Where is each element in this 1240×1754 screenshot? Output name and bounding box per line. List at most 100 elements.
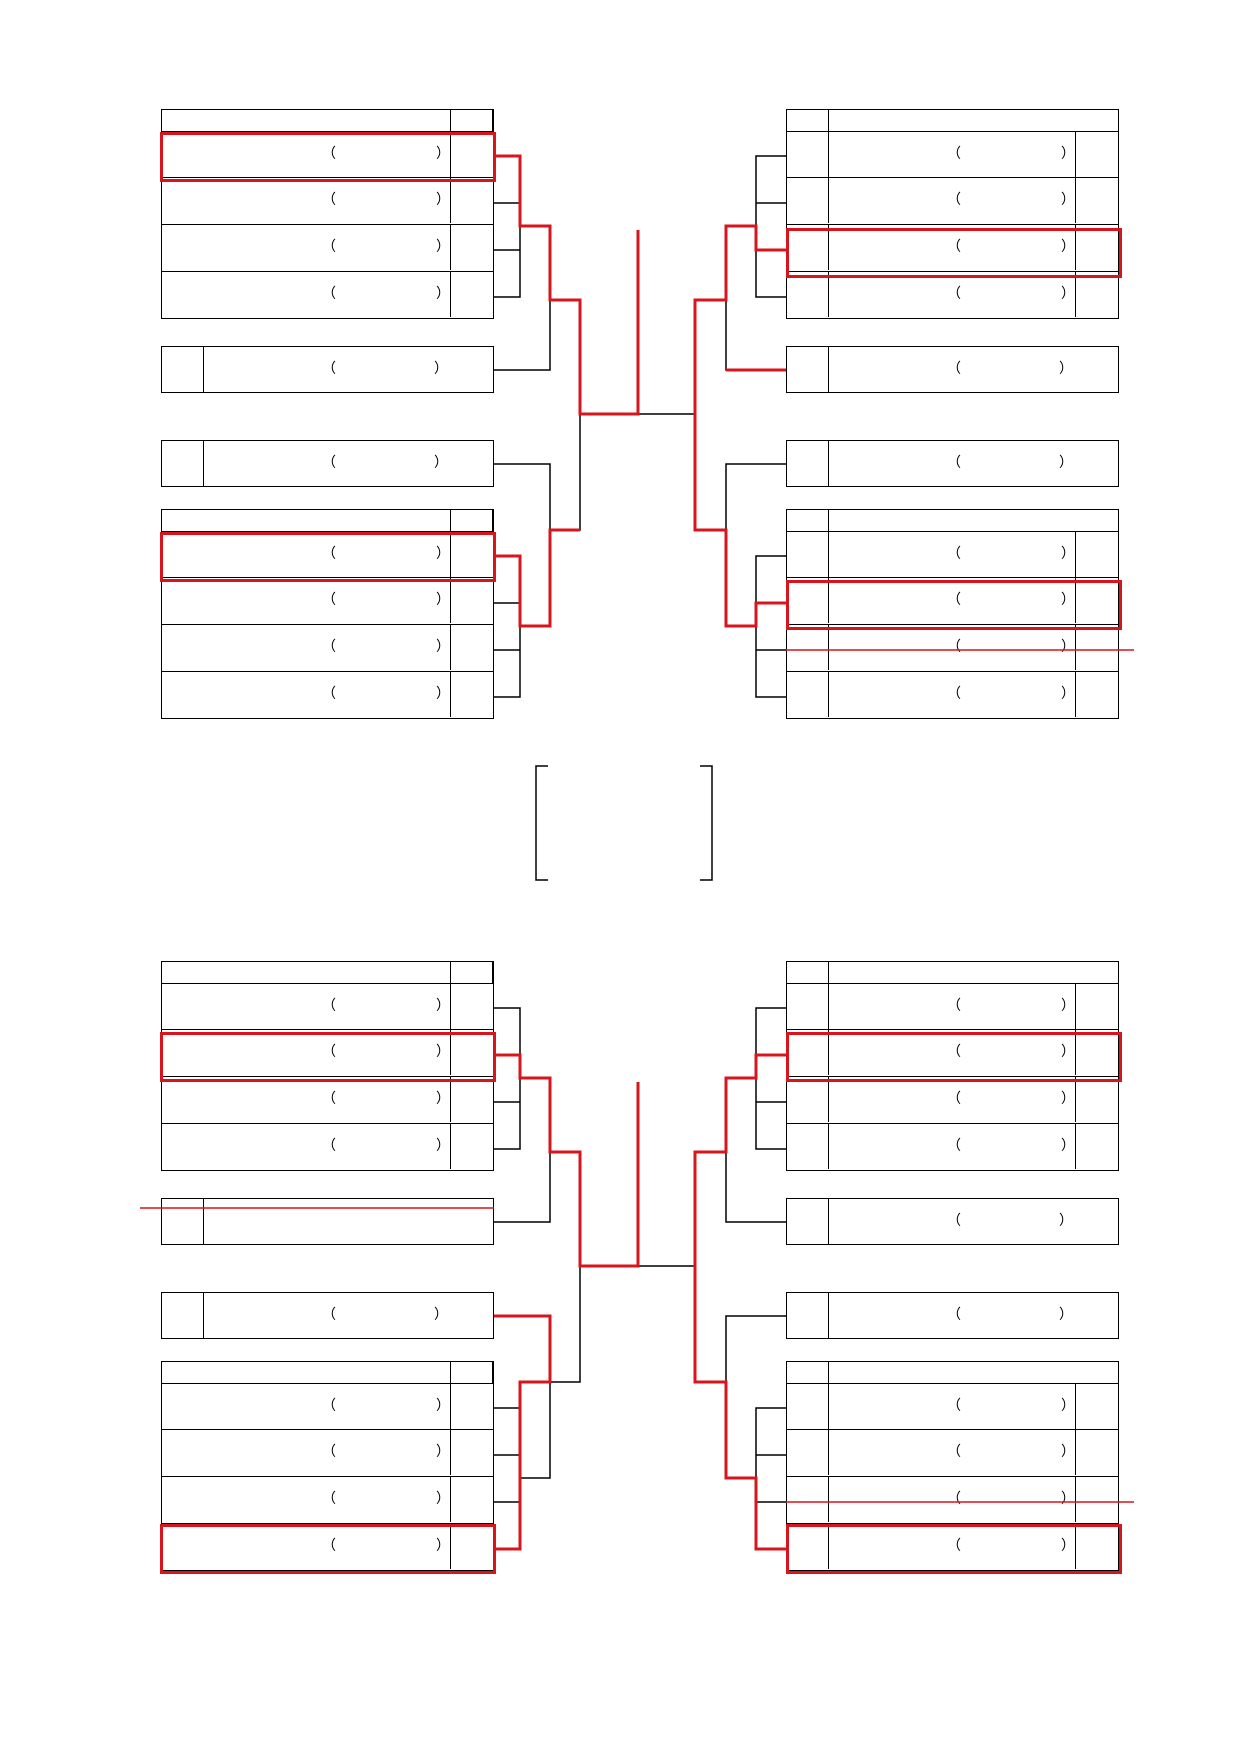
paren-close: ）: [436, 1138, 450, 1154]
rank-value: [787, 132, 829, 177]
paren-open: （: [947, 361, 961, 377]
rank-header: [787, 510, 829, 532]
paren-close: ）: [1061, 239, 1075, 255]
bracket-line: [755, 1007, 786, 1150]
paren-open: （: [947, 1538, 961, 1554]
seed-label: [162, 1293, 204, 1338]
bracket-line-winner: [693, 1266, 786, 1551]
table-row: （）: [161, 625, 494, 672]
paren-open: （: [947, 592, 961, 608]
paren-open: （: [947, 639, 961, 655]
seed-entry: （）: [786, 346, 1119, 393]
bracket-line: [494, 1007, 521, 1150]
entry-number: [1075, 1524, 1117, 1569]
paren-close: ）: [434, 361, 448, 377]
paren-close: ）: [1061, 1138, 1075, 1154]
bracket-line-winner: [494, 1314, 552, 1551]
bracket-line-winner: [693, 414, 786, 628]
paren-open: （: [322, 286, 336, 302]
paren-open: （: [947, 546, 961, 562]
bracket-line-winner: [693, 224, 786, 414]
paren-close: ）: [1061, 1044, 1075, 1060]
paren-close: ）: [436, 1091, 450, 1107]
paren-open: （: [947, 998, 961, 1014]
paren-open: （: [322, 998, 336, 1014]
rank-value: [450, 1477, 492, 1522]
entry-number: [1075, 1077, 1117, 1122]
entry-number: [1075, 132, 1117, 177]
paren-close: ）: [436, 286, 450, 302]
paren-open: （: [322, 1491, 336, 1507]
paren-close: ）: [436, 686, 450, 702]
group-header: [161, 109, 494, 132]
paren-close: ）: [434, 1307, 448, 1323]
paren-close: ）: [1061, 592, 1075, 608]
rank-value: [450, 272, 492, 317]
bracket-line-winner: [494, 528, 580, 628]
rank-value: [450, 672, 492, 717]
rank-value: [787, 1524, 829, 1569]
paren-close: ）: [436, 192, 450, 208]
paren-open: （: [947, 1444, 961, 1460]
seed-entry: （）: [161, 1292, 494, 1339]
table-row: （）: [161, 1383, 494, 1430]
seed-label: [162, 441, 204, 486]
rank-value: [787, 578, 829, 623]
paren-open: （: [322, 639, 336, 655]
seed-entry: [161, 1198, 494, 1245]
rank-value: [450, 178, 492, 223]
bracket-line: [494, 1315, 551, 1479]
rank-value: [450, 1030, 492, 1075]
bracket-line: [494, 1407, 521, 1550]
bracket-line: [494, 155, 521, 298]
group-header: [161, 509, 494, 532]
paren-close: ）: [1061, 146, 1075, 162]
bracket-line: [494, 555, 521, 698]
paren-close: ）: [436, 592, 450, 608]
group-d-table: （）（）（）（）: [786, 509, 1119, 719]
paren-open: （: [322, 686, 336, 702]
paren-open: （: [947, 1491, 961, 1507]
entry-number: [1075, 984, 1117, 1029]
winner-highlight: [786, 228, 1122, 278]
paren-open: （: [322, 192, 336, 208]
table-row: （）: [786, 578, 1119, 625]
paren-open: （: [947, 1307, 961, 1323]
paren-close: ）: [1059, 1307, 1073, 1323]
seed-entry: （）: [786, 440, 1119, 487]
group-header: [161, 961, 494, 984]
paren-close: ）: [436, 998, 450, 1014]
paren-close: ）: [1061, 639, 1075, 655]
rank-value: [787, 1430, 829, 1475]
table-row: （）: [786, 983, 1119, 1030]
paren-close: ）: [1061, 1398, 1075, 1414]
rank-value: [787, 1077, 829, 1122]
rank-value: [450, 225, 492, 270]
table-row: （）: [786, 1124, 1119, 1171]
paren-open: （: [322, 1307, 336, 1323]
seed-label: [162, 347, 204, 392]
paren-close: ）: [1059, 361, 1073, 377]
rank-header: [787, 962, 829, 984]
rank-value: [450, 132, 492, 177]
paren-close: ）: [1061, 1491, 1075, 1507]
rank-value: [787, 625, 829, 670]
seed-entry: （）: [786, 1292, 1119, 1339]
group-c-table: （）（）（）（）: [786, 961, 1119, 1171]
paren-close: ）: [436, 1491, 450, 1507]
bracket-line: [694, 299, 726, 531]
paren-close: ）: [436, 1538, 450, 1554]
paren-close: ）: [1061, 998, 1075, 1014]
seed-label: [162, 1199, 204, 1244]
table-row: （）: [161, 178, 494, 225]
rank-value: [787, 1477, 829, 1522]
table-row: （）: [786, 531, 1119, 578]
seed-label: [787, 347, 829, 392]
paren-open: （: [947, 686, 961, 702]
bracket-line: [550, 1151, 581, 1383]
seed-entry: （）: [161, 346, 494, 393]
paren-open: （: [322, 592, 336, 608]
paren-open: （: [947, 239, 961, 255]
entry-number: [1075, 1384, 1117, 1429]
